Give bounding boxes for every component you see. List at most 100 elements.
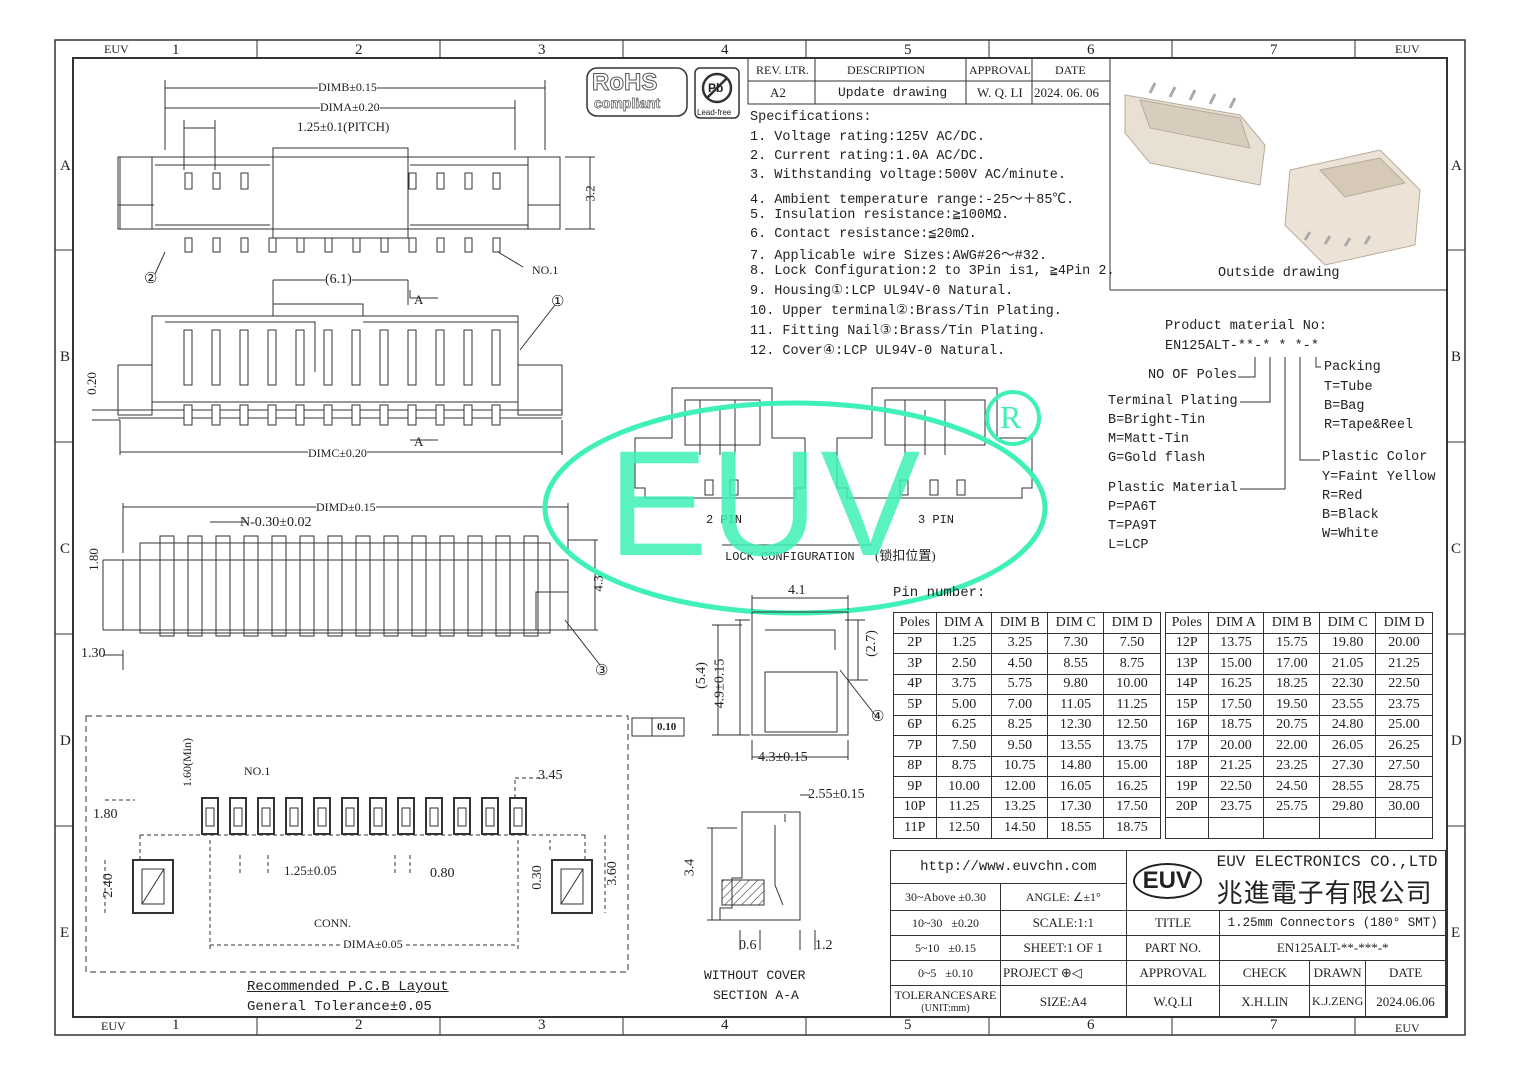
spec-item: 8. Lock Configuration:2 to 3Pin is1, ≧4P… [750, 264, 1115, 279]
pin-table-cell: 28.55 [1319, 776, 1377, 798]
pin-table-cell: 21.25 [1207, 755, 1265, 777]
rib [355, 535, 371, 637]
lock-3pin-label: 3 PIN [918, 513, 955, 527]
pin-table-cell: 18.75 [1207, 714, 1265, 736]
rev-date-value: 2024. 06. 06 [1034, 85, 1099, 100]
pin-table-cell: 17.30 [1047, 796, 1105, 818]
spec-item: 9. Housing①:LCP UL94V-0 Natural. [750, 284, 1014, 299]
pin-table-cell: 18.25 [1263, 673, 1321, 695]
corner-brand-tl: EUV [104, 42, 129, 56]
callout-4: ④ [871, 709, 885, 725]
pin-table-cell: 23.75 [1207, 796, 1265, 818]
pcb-1-80-label: 1.80 [93, 807, 118, 822]
zone-row-d-right: D [1451, 733, 1462, 749]
pcb-pad-inner [317, 807, 327, 827]
section-caption-1: WITHOUT COVER [704, 968, 806, 983]
zone-row-e: E [60, 925, 70, 941]
outside-drawing-photo [1124, 82, 1421, 266]
pin-table-cell [1375, 817, 1433, 839]
pin-table-cell [1319, 817, 1377, 839]
pin-tail [324, 237, 333, 253]
plastic-color-option: R=Red [1322, 489, 1363, 504]
pin-table-cell: 7.30 [1047, 632, 1105, 654]
pin-table-cell: 11.25 [935, 796, 993, 818]
zone-col-7: 7 [1270, 42, 1278, 58]
pin-table-cell: 19.80 [1319, 632, 1377, 654]
pin-table-cell: 19P [1164, 776, 1209, 798]
pcb-layout-title: Recommended P.C.B Layout [247, 979, 449, 995]
pcb-pad-inner [289, 807, 299, 827]
pin-table-separator [1159, 756, 1166, 777]
pcb-0-30-label: 0.30 [529, 865, 545, 890]
pcb-no1-label: NO.1 [244, 764, 271, 778]
spec-item: 7. Applicable wire Sizes:AWG#26～#32. [750, 249, 1048, 264]
rib [467, 535, 483, 637]
tolerance-10-30: 10~30 ±0.20 [890, 910, 1001, 936]
pcb-pad [201, 797, 219, 835]
terminal [267, 329, 277, 386]
pin-table-separator [1159, 776, 1166, 797]
zone-col-2-bottom: 2 [355, 1017, 363, 1033]
pin-tail [492, 237, 501, 253]
pcb-pitch-label: 1.25±0.05 [284, 863, 337, 878]
height-5-4-label: (5.4) [693, 662, 709, 689]
pin-table-cell: 19.50 [1263, 694, 1321, 716]
euv-logo: EUV [1132, 863, 1202, 899]
dim-d-label: DIMD±0.15 [316, 500, 376, 515]
plastic-material-option: T=PA9T [1108, 519, 1157, 534]
pin-table-cell: 21.25 [1375, 653, 1433, 675]
zone-row-d: D [60, 733, 71, 749]
rev-approval-value: W. Q. LI [977, 85, 1023, 100]
pin-window [240, 172, 249, 190]
pin-table-separator [1159, 735, 1166, 756]
plastic-material-option: P=PA6T [1108, 500, 1157, 515]
pin-table-cell: 4.50 [991, 653, 1049, 675]
height-0-20-label: 0.20 [83, 372, 99, 395]
flatness-value: 0.10 [657, 721, 677, 733]
pin-table-header: DIM D [1375, 612, 1433, 634]
pin-table-separator [1159, 694, 1166, 715]
pin-table-cell: 11.05 [1047, 694, 1105, 716]
pin-table-cell: 14.50 [991, 817, 1049, 839]
corner-brand-bl: EUV [101, 1019, 126, 1033]
rev-header-date: DATE [1055, 63, 1086, 77]
part-no-value: EN125ALT-**-***-* [1219, 935, 1446, 961]
plastic-color-option: Y=Faint Yellow [1322, 470, 1436, 485]
height-4-3-label: 4.3 [590, 575, 606, 592]
zone-col-5: 5 [904, 42, 912, 58]
drawn-label: DRAWN [1309, 960, 1367, 986]
rib [523, 535, 539, 637]
pin-table-cell: 12.50 [1103, 714, 1161, 736]
pin-table-cell: 18P [1164, 755, 1209, 777]
pin-table-cell: 9P [893, 776, 937, 798]
pin-table-cell: 13P [1164, 653, 1209, 675]
pin-table-cell: 3.75 [935, 673, 993, 695]
zone-ticks [55, 40, 1465, 1035]
plastic-color-option: B=Black [1322, 508, 1379, 523]
tolerance-0-5: 0~5 ±0.10 [890, 960, 1001, 986]
pin-window [184, 172, 193, 190]
pin-table-cell [1164, 817, 1209, 839]
pin-table-cell: 7.50 [1103, 632, 1161, 654]
pin-table-cell: 11P [893, 817, 937, 839]
website-url: http://www.euvchn.com [890, 850, 1127, 884]
spec-item: 1. Voltage rating:125V AC/DC. [750, 130, 985, 145]
height-3-4-label: 3.4 [682, 858, 698, 877]
pin-table-cell: 5P [893, 694, 937, 716]
date-value: 2024.06.06 [1365, 985, 1446, 1018]
packing-title: Packing [1324, 360, 1381, 375]
pin-table-cell: 1.25 [935, 632, 993, 654]
rib [383, 535, 399, 637]
pin-table-cell: 9.50 [991, 735, 1049, 757]
approval-label: APPROVAL [1125, 960, 1221, 986]
pin-window [408, 172, 417, 190]
pin-table-separator [1159, 797, 1166, 818]
pin-table-cell: 13.25 [991, 796, 1049, 818]
packing-option: B=Bag [1324, 399, 1365, 414]
projection: PROJECT ⊕◁ [999, 960, 1127, 986]
terminal-plating-option: M=Matt-Tin [1108, 432, 1190, 447]
top-view-pins [184, 172, 501, 253]
lock-config-caption-cn: (锁扣位置) [875, 548, 936, 563]
pin-tail [212, 237, 221, 253]
